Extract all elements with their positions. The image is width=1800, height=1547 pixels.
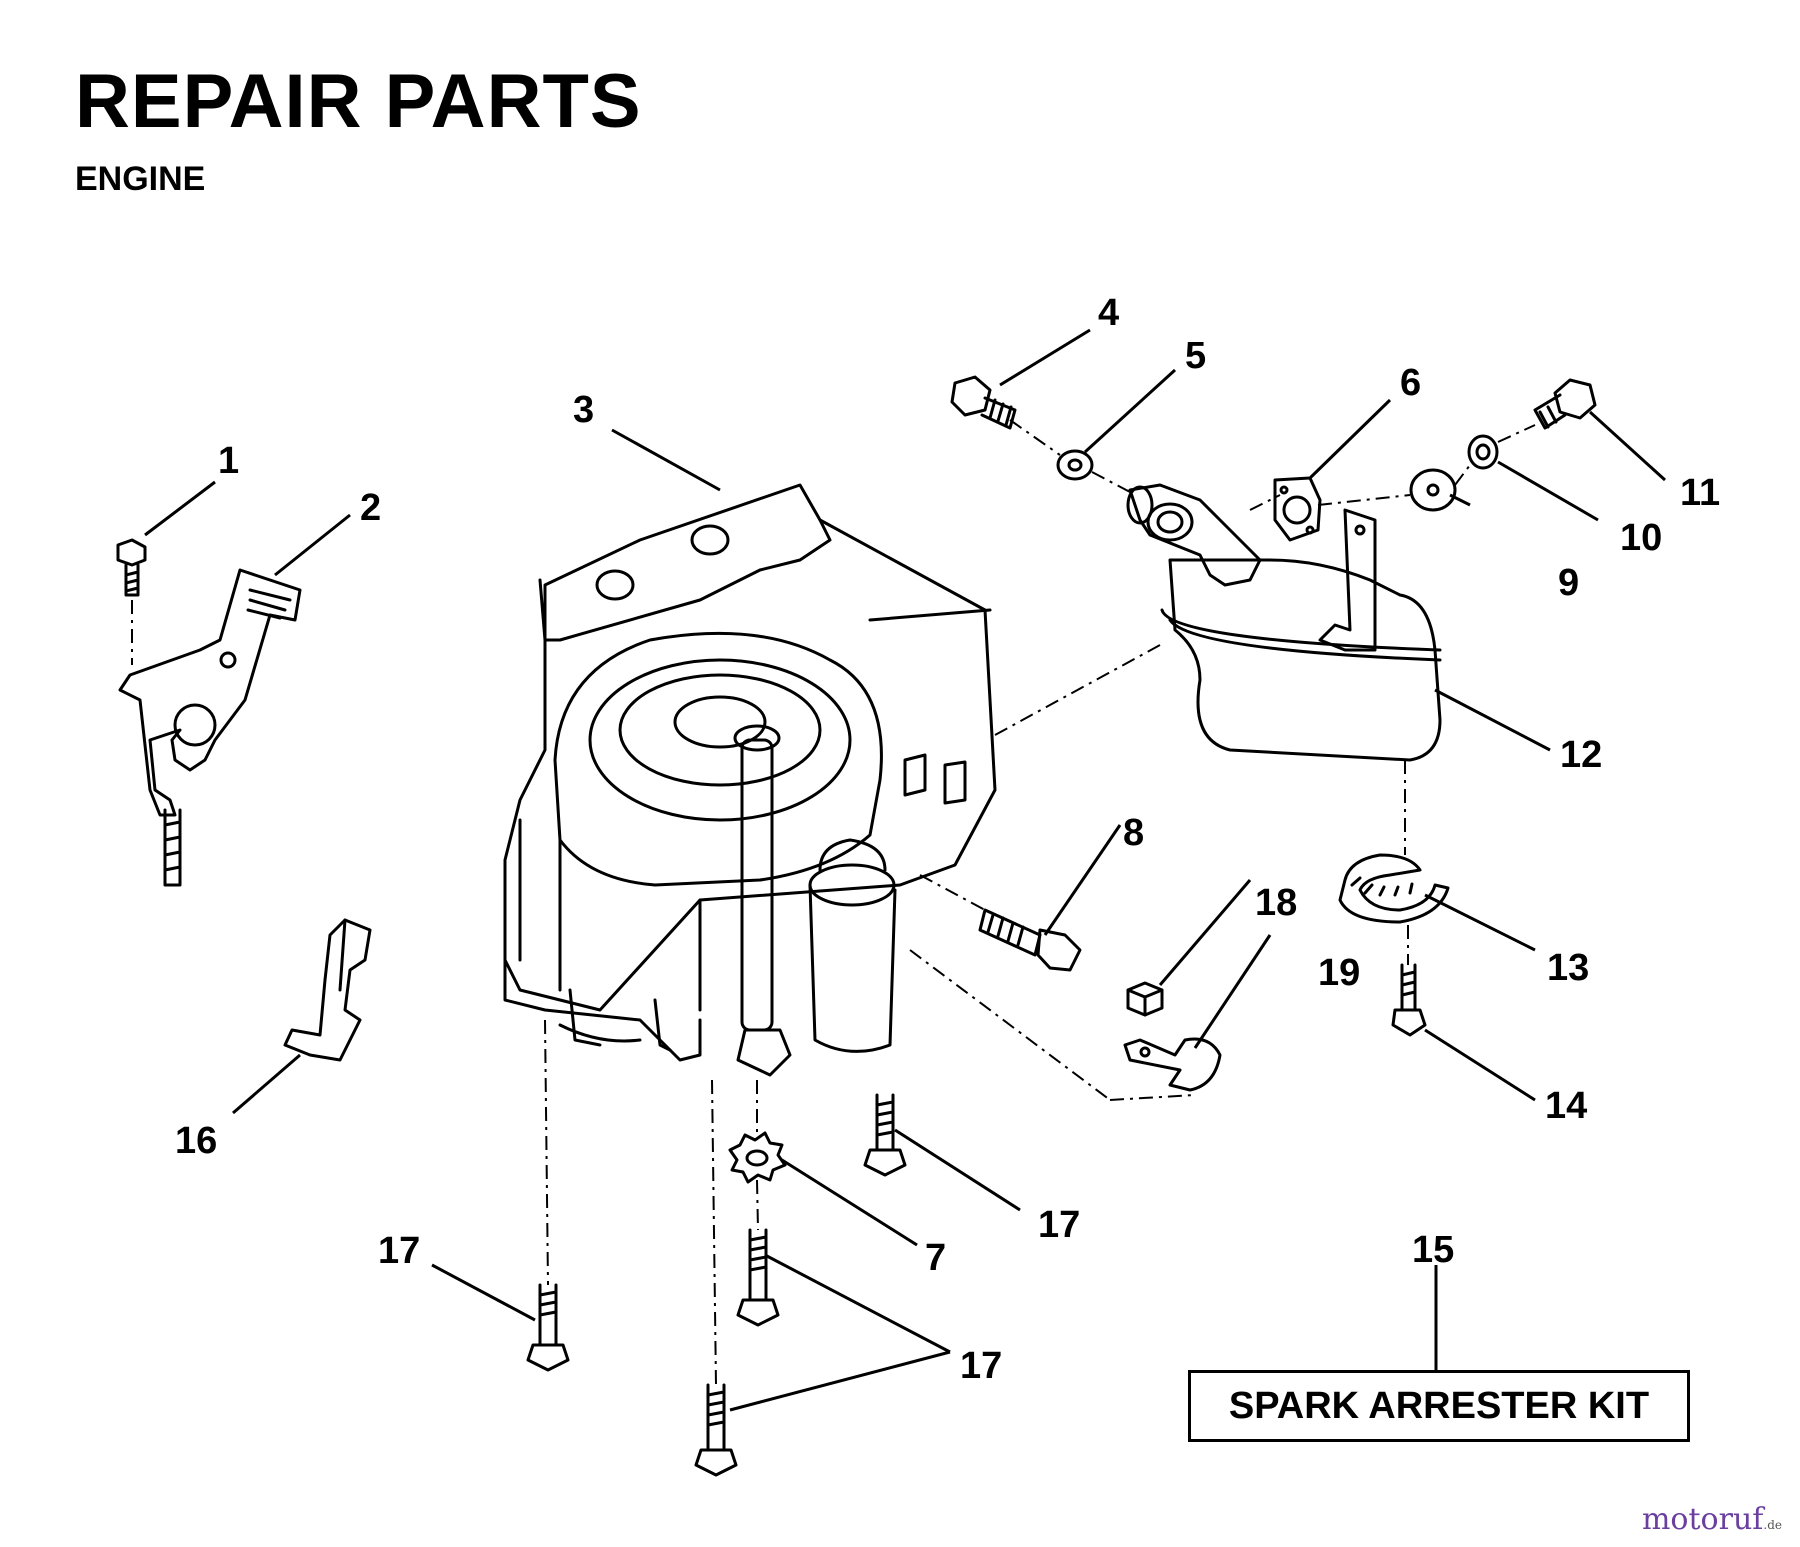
part-19-clamp [1123,1037,1222,1092]
part-9-washer [1409,468,1457,512]
watermark-logo: motoruf.de [1642,1502,1782,1537]
callout-5: 5 [1185,335,1206,377]
assembly-lines [131,419,1536,1386]
watermark-brand: motoruf [1641,1502,1764,1537]
section-subtitle: ENGINE [75,160,206,198]
part-5-washer [1056,449,1094,481]
part-11-bolt [1533,378,1597,430]
callout-6: 6 [1400,362,1421,404]
part-13-spark-arrester-ring [1338,853,1450,924]
oil-filter [808,838,897,1053]
callout-4: 4 [1098,292,1119,334]
watermark-suffix: .de [1763,1518,1782,1532]
callout-15: 15 [1412,1229,1454,1271]
part-4-bolt [950,375,1017,430]
part-7-star-washer [728,1131,787,1184]
callout-9: 9 [1558,562,1579,604]
spark-arrester-kit-box: SPARK ARRESTER KIT [1188,1370,1690,1442]
part-10-lockwasher [1467,434,1499,470]
callout-19: 19 [1318,952,1360,994]
part-18-nut [1126,981,1164,1017]
part-2-throttle-bracket [118,568,302,887]
callout-2: 2 [360,487,381,529]
exhaust-elbow [1126,483,1262,587]
callout-8: 8 [1123,812,1144,854]
callout-7: 7 [925,1237,946,1279]
callout-10: 10 [1620,517,1662,559]
callout-1: 1 [218,440,239,482]
part-1-bolt [116,538,147,597]
part-17-bolt-a [863,1093,907,1177]
callout-17-b: 17 [378,1230,420,1272]
callout-18: 18 [1255,882,1297,924]
callout-3: 3 [573,389,594,431]
part-6-gasket [1273,476,1322,542]
part-16-clip [283,918,372,1062]
callout-numbers: 1 2 3 4 5 6 7 8 9 10 11 12 13 14 15 16 1… [175,292,1720,1387]
dipstick-tube [733,724,792,1077]
callout-17-c: 17 [960,1345,1002,1387]
callout-14: 14 [1545,1085,1587,1127]
callout-16: 16 [175,1120,217,1162]
callout-13: 13 [1547,947,1589,989]
part-17-bolt-c [526,1283,570,1372]
part-17-bolt-b [736,1228,780,1327]
part-12-muffler [1160,508,1442,762]
callout-17-a: 17 [1038,1204,1080,1246]
part-14-screw [1391,963,1427,1037]
callout-12: 12 [1560,734,1602,776]
part-8-bolt [978,908,1082,972]
part-17-bolt-d [694,1383,738,1477]
callout-11: 11 [1680,472,1720,514]
leader-lines [144,328,1667,1412]
page-title: REPAIR PARTS [75,59,642,144]
engine-body [503,483,997,1062]
